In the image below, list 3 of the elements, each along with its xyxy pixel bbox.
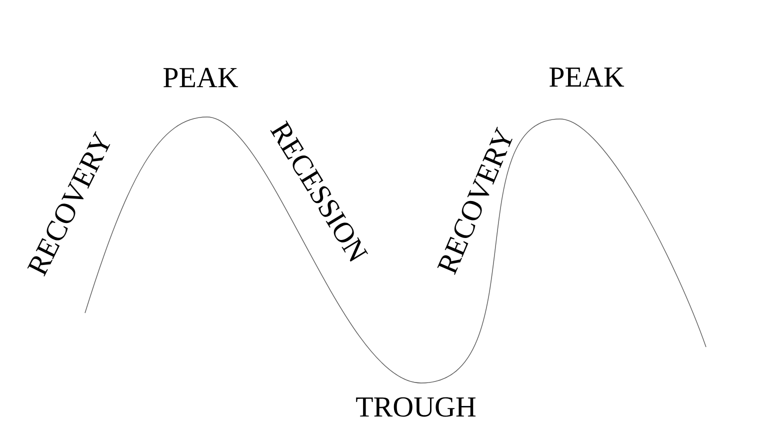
peak-label: PEAK (163, 68, 238, 88)
peak-label: PEAK (549, 67, 624, 87)
trough-label: TROUGH (356, 397, 476, 417)
